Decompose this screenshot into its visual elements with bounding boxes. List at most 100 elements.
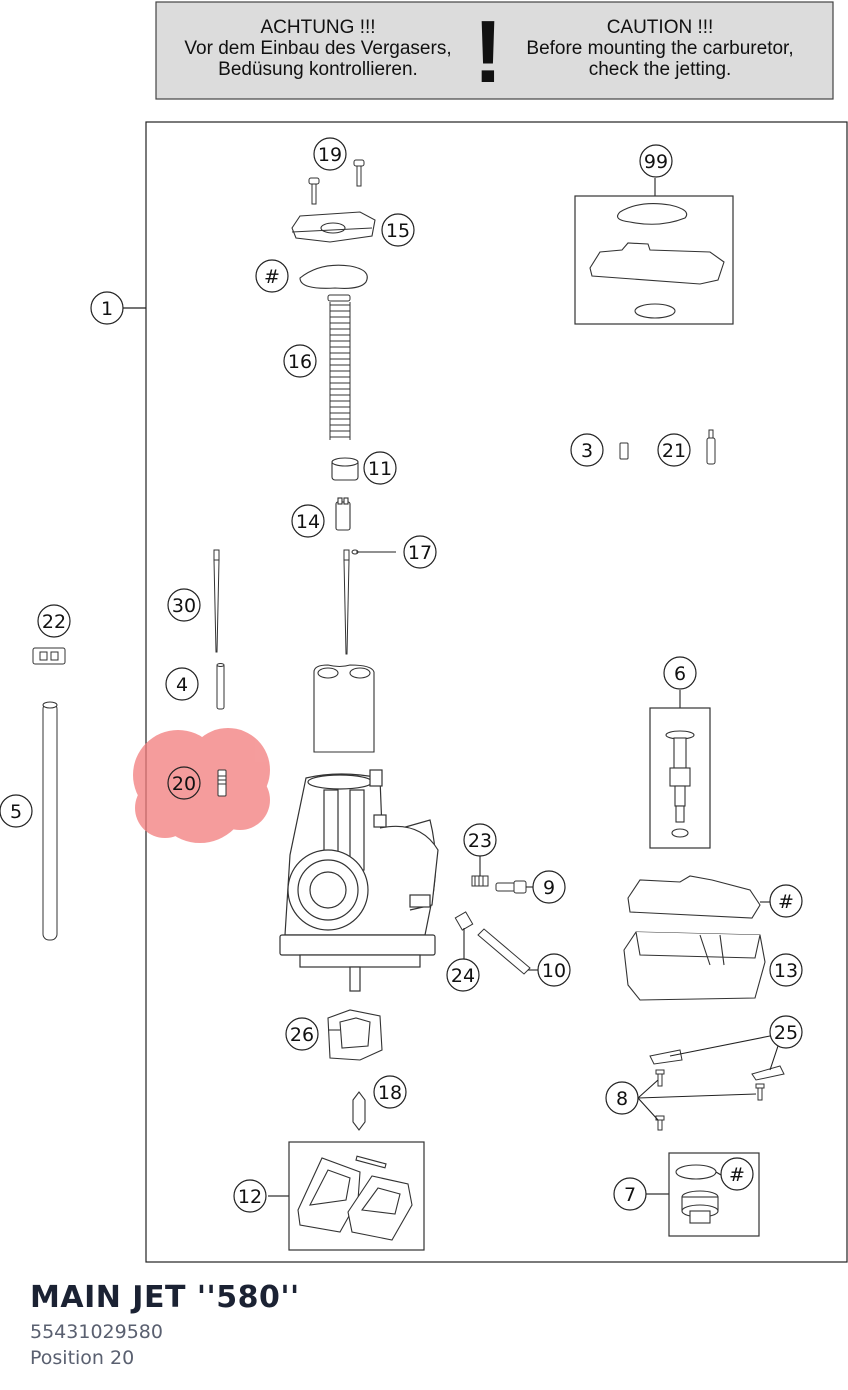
svg-text:18: 18 xyxy=(378,1082,402,1104)
selected-part-info: MAIN JET ''580'' 55431029580 Position 20 xyxy=(0,1265,848,1390)
part-8-screws[interactable] xyxy=(655,1069,765,1131)
callout-14[interactable]: 14 xyxy=(291,504,325,538)
callout-99[interactable]: 99 xyxy=(639,144,673,178)
warning-exclamation-icon: ! xyxy=(473,2,502,101)
part-7-drain-plug[interactable] xyxy=(675,1164,719,1224)
svg-text:9: 9 xyxy=(543,877,555,899)
svg-text:20: 20 xyxy=(172,773,196,795)
callout-hash-bowl[interactable]: # xyxy=(769,884,803,918)
callout-18[interactable]: 18 xyxy=(373,1075,407,1109)
callout-25[interactable]: 25 xyxy=(769,1015,803,1049)
svg-text:13: 13 xyxy=(774,960,798,982)
svg-text:8: 8 xyxy=(616,1088,628,1110)
warning-de-line1: Vor dem Einbau des Vergasers, xyxy=(184,38,451,59)
callout-22[interactable]: 22 xyxy=(37,604,71,638)
part-18-needle-valve[interactable] xyxy=(352,1091,366,1131)
svg-text:10: 10 xyxy=(542,960,566,982)
part-22-clip[interactable] xyxy=(32,647,66,665)
part-26-float[interactable] xyxy=(327,1009,383,1061)
svg-text:14: 14 xyxy=(296,511,320,533)
callout-hash-top[interactable]: # xyxy=(255,259,289,293)
warning-de-line2: Bedüsung kontrollieren. xyxy=(218,59,418,80)
callout-5[interactable]: 5 xyxy=(0,794,33,828)
svg-text:3: 3 xyxy=(581,440,593,462)
svg-text:25: 25 xyxy=(774,1022,798,1044)
svg-text:5: 5 xyxy=(10,801,22,823)
svg-text:4: 4 xyxy=(176,674,188,696)
warning-de-title: ACHTUNG !!! xyxy=(260,17,375,38)
callout-7[interactable]: 7 xyxy=(613,1177,647,1211)
callout-12[interactable]: 12 xyxy=(233,1179,267,1213)
svg-text:19: 19 xyxy=(318,144,342,166)
warning-banner: ACHTUNG !!! Vor dem Einbau des Vergasers… xyxy=(155,1,834,101)
callout-3[interactable]: 3 xyxy=(570,433,604,467)
callout-20[interactable]: 20 xyxy=(167,766,201,800)
part-21-screw[interactable] xyxy=(706,429,716,465)
part-11-holder[interactable] xyxy=(331,457,359,481)
callout-13[interactable]: 13 xyxy=(769,953,803,987)
warning-en-line2: check the jetting. xyxy=(589,59,732,80)
svg-text:7: 7 xyxy=(624,1184,636,1206)
part-30-needle[interactable] xyxy=(213,549,220,653)
callout-9[interactable]: 9 xyxy=(532,870,566,904)
callout-30[interactable]: 30 xyxy=(167,588,201,622)
part-15-top-cap[interactable] xyxy=(291,211,376,243)
callout-24[interactable]: 24 xyxy=(446,958,480,992)
svg-text:#: # xyxy=(264,266,280,288)
svg-text:30: 30 xyxy=(172,595,196,617)
callout-16[interactable]: 16 xyxy=(283,344,317,378)
part-99-box xyxy=(574,195,734,325)
callout-1[interactable]: 1 xyxy=(90,291,124,325)
svg-text:22: 22 xyxy=(42,611,66,633)
callout-17[interactable]: 17 xyxy=(403,535,437,569)
throttle-slide[interactable] xyxy=(313,664,375,753)
part-25-brackets[interactable] xyxy=(649,1049,785,1081)
callout-21[interactable]: 21 xyxy=(657,433,691,467)
part-6-start-valve[interactable] xyxy=(665,730,695,838)
part-9-idle-screw[interactable] xyxy=(495,880,527,894)
svg-text:6: 6 xyxy=(674,663,686,685)
leader-lines xyxy=(356,551,779,1176)
top-gasket[interactable] xyxy=(299,264,368,289)
part-position: Position 20 xyxy=(30,1347,135,1369)
svg-text:12: 12 xyxy=(238,1186,262,1208)
svg-text:99: 99 xyxy=(644,151,668,173)
part-12-float-set[interactable] xyxy=(297,1155,413,1241)
svg-text:#: # xyxy=(778,891,794,913)
part-20-main-jet[interactable] xyxy=(217,769,227,797)
callout-8[interactable]: 8 xyxy=(605,1081,639,1115)
svg-text:11: 11 xyxy=(368,458,392,480)
callout-11[interactable]: 11 xyxy=(363,451,397,485)
callout-10[interactable]: 10 xyxy=(537,953,571,987)
part-4-needle-jet[interactable] xyxy=(216,663,225,710)
assembly-frame xyxy=(145,121,848,1263)
callout-23[interactable]: 23 xyxy=(463,823,497,857)
exploded-parts-diagram: ACHTUNG !!! Vor dem Einbau des Vergasers… xyxy=(0,1,848,1263)
callout-26[interactable]: 26 xyxy=(285,1017,319,1051)
part-13-float-bowl[interactable] xyxy=(623,875,766,1001)
svg-text:24: 24 xyxy=(451,965,475,987)
part-14-clip[interactable] xyxy=(335,497,351,531)
part-23-spring[interactable] xyxy=(471,875,489,887)
callout-hash-plug[interactable]: # xyxy=(720,1157,754,1191)
callout-4[interactable]: 4 xyxy=(165,667,199,701)
part-3-pilot-jet[interactable] xyxy=(619,442,629,460)
svg-text:23: 23 xyxy=(468,830,492,852)
callout-15[interactable]: 15 xyxy=(381,213,415,247)
svg-text:21: 21 xyxy=(662,440,686,462)
part-17-jet-needle[interactable] xyxy=(343,549,359,655)
part-10-shaft[interactable] xyxy=(477,928,531,975)
callout-19[interactable]: 19 xyxy=(313,137,347,171)
svg-text:26: 26 xyxy=(290,1024,314,1046)
part-5-hose[interactable] xyxy=(42,701,58,941)
warning-en-line1: Before mounting the carburetor, xyxy=(526,38,793,59)
part-99-gasket-set[interactable] xyxy=(589,203,725,319)
part-19-screws[interactable] xyxy=(308,159,365,205)
callout-6[interactable]: 6 xyxy=(663,656,697,690)
warning-en-title: CAUTION !!! xyxy=(607,17,714,38)
part-24-spring[interactable] xyxy=(454,911,474,931)
part-16-spring[interactable] xyxy=(327,294,351,440)
svg-text:15: 15 xyxy=(386,220,410,242)
carburetor-body[interactable] xyxy=(279,769,439,992)
svg-text:17: 17 xyxy=(408,542,432,564)
